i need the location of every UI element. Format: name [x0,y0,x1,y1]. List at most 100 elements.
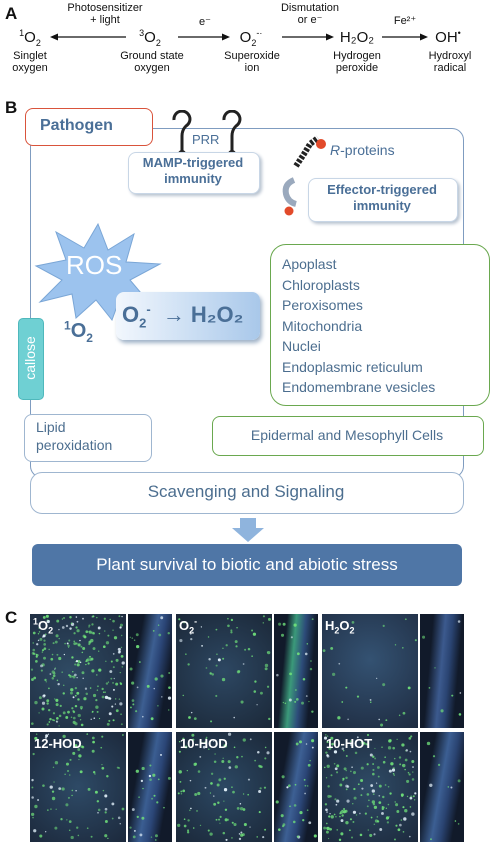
fluorescent-spot [381,805,384,809]
fluorescent-spot [392,746,396,750]
fluorescent-spot [45,681,48,683]
fluorescent-spot [193,717,197,721]
fluorescent-spot [350,743,353,747]
fluorescent-spot [187,819,190,822]
fluorescent-spot [43,656,46,660]
fluorescent-spot [349,818,353,821]
fluorescent-spot [41,701,46,705]
fluorescent-spot [401,764,404,766]
fluorescent-spot [121,666,123,668]
fluorescent-spot [136,686,139,689]
fluorescent-spot [378,718,380,721]
fluorescent-spot [282,622,286,626]
fluorescent-spot [105,660,107,663]
fluorescent-spot [72,716,76,720]
fluorescent-spot [133,639,136,641]
fluorescent-spot [107,837,109,840]
fluorescent-spot [87,662,90,665]
fluorescent-spot [398,756,402,759]
fluorescent-spot [215,694,218,698]
fluorescent-spot [72,675,74,678]
fluorescent-spot [31,812,35,817]
fluorescent-spot [86,827,89,830]
fluorescent-spot [71,656,74,659]
fluorescent-spot [158,633,162,637]
fluorescent-spot [108,712,112,716]
fluorescent-spot [69,627,72,630]
fluorescent-spot [49,717,52,721]
fluorescent-spot [381,807,385,811]
fluorescent-spot [32,648,36,652]
fluorescent-spot [231,837,233,839]
compartments-box [270,244,490,406]
fluorescent-spot [326,811,328,813]
fluorescent-spot [96,674,98,676]
fluorescent-spot [376,816,379,818]
fluorescent-spot [263,786,267,789]
fluorescent-spot [289,672,292,676]
fluorescent-spot [218,818,221,821]
fluorescent-spot [242,793,245,795]
fluorescent-spot [46,702,49,705]
fluorescent-spot [101,687,104,691]
fluorescent-spot [341,809,343,812]
fluorescent-spot [399,763,402,766]
fluorescent-spot [178,741,181,743]
fluorescent-spot [88,658,92,662]
fluorescent-spot [212,740,215,743]
fluorescent-spot [94,790,98,794]
fluorescent-spot [373,805,378,810]
fluorescent-spot [74,722,78,726]
fluorescent-spot [194,793,198,797]
fluorescent-spot [90,638,94,643]
fluorescent-spot [62,692,65,695]
fluorescent-spot [81,651,84,654]
fluorescent-spot [408,835,411,838]
fluorescent-spot [100,746,103,749]
fluorescent-spot [48,648,50,651]
fluorescent-spot [296,652,300,656]
fluorescent-spot [115,709,119,713]
fluorescent-spot [120,646,123,649]
fluorescent-spot [430,838,432,841]
fluorescent-spot [217,801,220,805]
fluorescent-spot [33,676,37,680]
fluorescent-spot [333,762,336,765]
fluorescent-spot [253,690,257,693]
fluorescent-spot [76,826,79,829]
fluorescent-spot [190,807,192,810]
fluorescent-spot [101,735,104,738]
fluorescent-spot [117,647,121,651]
fluorescent-spot [149,778,152,781]
fluorescent-spot [264,746,267,749]
fluorescent-spot [224,818,228,822]
fluorescent-spot [264,667,268,671]
fluorescent-spot [38,631,41,633]
fluorescent-spot [384,784,387,786]
fluorescent-spot [73,640,76,643]
fluorescent-spot [373,823,376,826]
fluorescent-spot [74,687,78,690]
fluorescent-spot [39,637,43,641]
fluorescent-spot [38,712,40,714]
fluorescent-spot [154,677,158,681]
fluorescent-spot [221,677,226,682]
pathogen-box [25,108,153,146]
fluorescent-spot [258,790,262,794]
fluorescent-spot [330,646,334,650]
fluorescent-spot [372,793,375,796]
compartment-item: Endomembrane vesicles [282,379,436,395]
fluorescent-spot [112,719,115,722]
fluorescent-spot [73,642,77,646]
fluorescent-spot [80,723,84,727]
fluorescent-spot [66,642,69,645]
fluorescent-spot [190,638,193,641]
fluorescent-spot [233,746,236,749]
fluorescent-spot [278,828,281,831]
fluorescent-spot [96,616,98,619]
fluorescent-spot [112,666,115,669]
fluorescent-spot [225,644,228,647]
fluorescent-spot [87,787,91,791]
fluorescent-spot [62,711,66,715]
